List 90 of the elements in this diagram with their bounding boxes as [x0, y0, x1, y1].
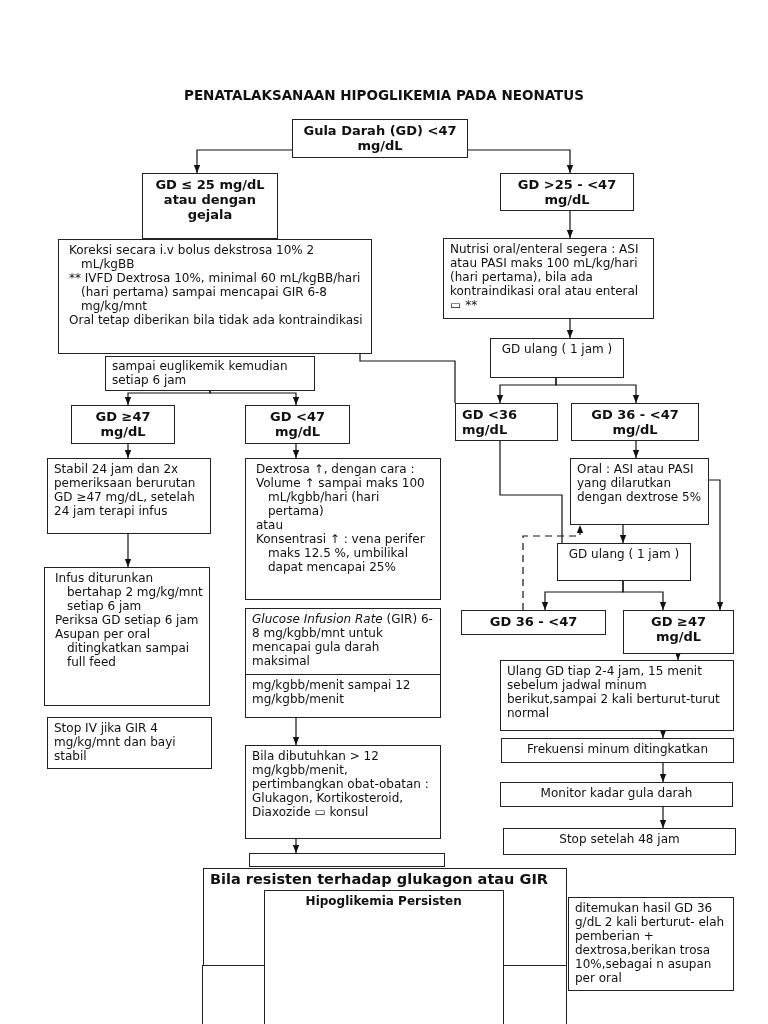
box-text: Frekuensi minum ditingkatkan [525, 742, 710, 756]
box-text: Bila dibutuhkan > 12 mg/kgbb/menit, pertimbangkan obat-obatan : Glukagon, Kortikosteroid, Diaxozide ▭ konsul [252, 749, 430, 819]
box-text: Periksa GD setiap 6 jam [55, 613, 200, 627]
arrow [193, 149, 293, 174]
process-box [501, 738, 734, 763]
box-text: GD 36 - <47 mg/dL [590, 407, 680, 437]
arrow [522, 524, 584, 611]
arrow [622, 580, 667, 611]
process-box [500, 782, 733, 807]
arrow [209, 390, 300, 406]
box-text: GD >25 - <47 mg/dL [516, 177, 618, 207]
condition-box [623, 610, 734, 654]
process-box [58, 239, 372, 354]
arrow [124, 443, 132, 459]
box-text: Oral tetap diberikan bila tidak ada kontraindikasi [69, 313, 364, 327]
arrow [555, 377, 640, 404]
box-text: Bila resisten terhadap glukagon atau GIR [210, 872, 549, 887]
box-text: Oral : ASI atau PASI yang dilarutkan dengan dextrose 5% [577, 462, 702, 504]
box-text: Dextrosa ↑, dengan cara : [256, 462, 416, 476]
condition-box [245, 405, 350, 444]
arrow [566, 210, 574, 239]
process-box [245, 674, 441, 718]
box-text: Hipoglikemia Persisten [304, 893, 463, 908]
box-text: Gula Darah (GD) <47 mg/dL [302, 123, 458, 153]
arrow [467, 149, 574, 174]
process-box [557, 543, 691, 581]
condition-box [500, 173, 634, 211]
connector-line [499, 440, 563, 544]
box-text: Nutrisi oral/enteral segera : ASI atau PASI maks 100 mL/kg/hari (hari pertama), bila ada kontraindikasi oral atau enteral ▭ ** [450, 242, 640, 312]
box-text: Glucose Infusion Rate (GIR) 6-8 mg/kgbb/mnt untuk mencapai gula darah maksimal [252, 612, 434, 668]
box-text: Volume ↑ sampai maks 100 mL/kgbb/hari (hari pertama) [256, 476, 426, 518]
box-text: mg/kgbb/menit sampai 12 mg/kgbb/menit [252, 678, 412, 706]
arrow [124, 533, 132, 568]
connector-line [359, 353, 456, 404]
arrow [124, 390, 211, 406]
process-box [490, 338, 624, 378]
process-box [105, 356, 315, 391]
process-box [44, 567, 210, 706]
arrow [292, 443, 300, 459]
box-text: Infus diturunkan bertahap 2 mg/kg/mnt setiap 6 jam [55, 571, 203, 613]
box-text: GD ≥47 mg/dL [650, 614, 707, 644]
arrow [708, 479, 724, 611]
box-text: Stop setelah 48 jam [558, 832, 681, 846]
process-box [47, 458, 211, 534]
arrow [659, 729, 667, 739]
process-box [245, 458, 441, 600]
box-text: GD <36 mg/dL [462, 407, 518, 437]
diagram-title: PENATALAKSANAAN HIPOGLIKEMIA PADA NEONATUS [183, 87, 585, 103]
arrow [659, 762, 667, 783]
arrow [292, 838, 300, 854]
box-text: ** IVFD Dextrosa 10%, minimal 60 mL/kgBB/hari (hari pertama) sampai mencapai GIR 6-8 mg/kg/mnt [69, 271, 362, 313]
process-box [263, 889, 504, 1024]
box-text: GD 36 - <47 [488, 614, 579, 629]
process-box [47, 717, 212, 769]
condition-box [461, 610, 606, 635]
arrow [674, 651, 682, 661]
process-box [245, 745, 441, 839]
process-box [500, 660, 734, 731]
box-text: GD <47 mg/dL [269, 409, 326, 439]
box-text: Monitor kadar gula darah [539, 786, 694, 800]
condition-box [71, 405, 175, 444]
condition-box [455, 403, 558, 441]
process-box [570, 458, 709, 525]
empty-box [249, 853, 445, 867]
box-text: GD ≤ 25 mg/dL atau dengan gejala [154, 177, 266, 222]
box-text: atau [256, 518, 285, 532]
condition-box [292, 119, 468, 158]
box-text: Koreksi secara i.v bolus dekstrosa 10% 2 mL/kgBB [69, 243, 316, 271]
arrow [292, 717, 300, 746]
process-box [503, 828, 736, 855]
arrow [632, 440, 640, 459]
box-text: GD ulang ( 1 jam ) [567, 547, 681, 561]
condition-box [571, 403, 699, 441]
process-box [443, 238, 654, 319]
box-text: Ulang GD tiap 2-4 jam, 15 menit sebelum jadwal minum berikut,sampai 2 kali berturut-turut normal [507, 664, 721, 720]
box-text: Asupan per oral ditingkatkan sampai full feed [55, 627, 191, 669]
box-text: GD ulang ( 1 jam ) [500, 342, 614, 356]
box-text: GD ≥47 mg/dL [94, 409, 152, 439]
arrow [659, 806, 667, 829]
box-text: ditemukan hasil GD 36 g/dL 2 kali berturut- elah pemberian + dextrosa,berikan trosa 10%,sebagai n asupan per oral [575, 901, 726, 985]
arrow [566, 318, 574, 339]
box-text: sampai euglikemik kemudian setiap 6 jam [112, 359, 289, 387]
condition-box [142, 173, 278, 239]
process-box [568, 897, 734, 991]
box-text: Stop IV jika GIR 4 mg/kg/mnt dan bayi stabil [54, 721, 177, 763]
arrow [619, 524, 627, 544]
box-text: Stabil 24 jam dan 2x pemeriksaan berurutan GD ≥47 mg/dL, setelah 24 jam terapi infus [54, 462, 197, 518]
process-box [245, 608, 441, 675]
condition-box [203, 868, 567, 1024]
box-text: Konsentrasi ↑ : vena perifer maks 12.5 %, umbilikal dapat mencapai 25% [256, 532, 426, 574]
